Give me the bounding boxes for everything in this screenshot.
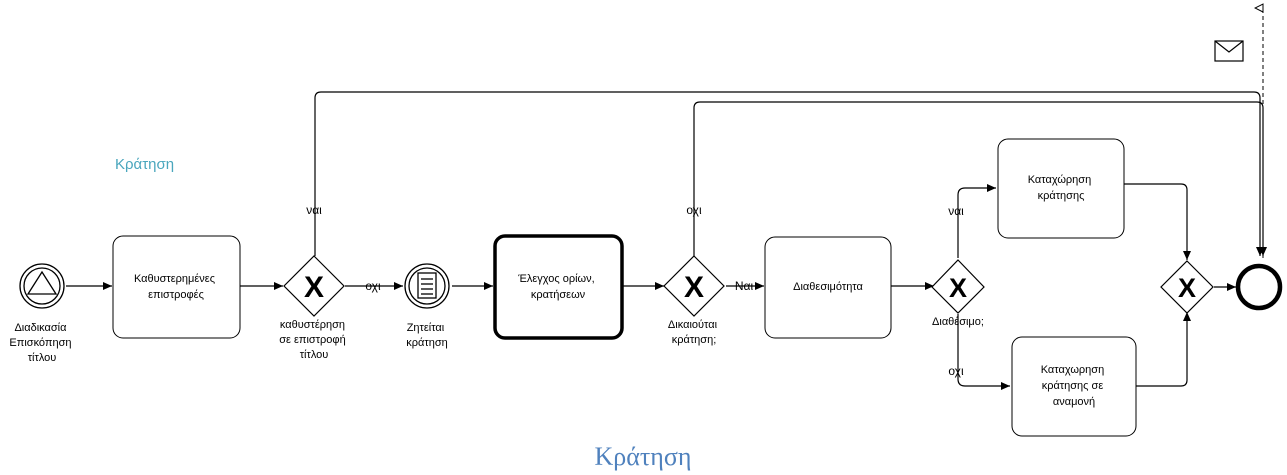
intermediate-event xyxy=(404,263,450,309)
gateway-entitled-label-line-2: κράτηση; xyxy=(672,334,717,346)
sequence-flows xyxy=(66,8,1267,390)
document-list-icon xyxy=(417,272,437,299)
gateway-x-icon: X xyxy=(1178,273,1196,303)
intermediate-label-line-2: κράτηση xyxy=(406,337,448,349)
gateway-merge[interactable]: X xyxy=(1160,260,1214,314)
flow-available-no xyxy=(957,314,1010,390)
svg-text:Καταχωρηση κράτησης σε: Καταχωρηση κράτησης σε αναμονή xyxy=(1041,364,1108,408)
task-check-limits[interactable]: Έλεγχος ορίων, κρατήσεων xyxy=(493,234,624,340)
gateway-x-icon: X xyxy=(304,271,324,304)
gateway-late-return-label: καθυστέρηση σε επιστροφή τίτλου xyxy=(279,319,349,361)
flow-entitled-no-to-end xyxy=(693,101,1267,256)
task-late-returns[interactable]: Καθυστερημένες επιστροφές xyxy=(112,235,241,339)
svg-text:Έλεγχος ορίων, κρατήσεων: Έλεγχος ορίων, κρατήσεων xyxy=(517,273,598,301)
triangle-signal-icon xyxy=(26,270,58,295)
gateway-entitled[interactable]: X xyxy=(663,255,725,317)
gateway-entitled-label-line-1: Δικαιούται xyxy=(668,319,718,331)
task-register-booking-line-1: Καταχώρηση xyxy=(1028,174,1091,186)
gateway-late-label-line-1: καθυστέρηση xyxy=(280,319,345,331)
gateway-late-label-line-3: τίτλου xyxy=(300,349,329,361)
task-register-booking[interactable]: Καταχώρηση κράτησης xyxy=(997,138,1125,239)
svg-text:Καθυστερημένες επιστροφέ: Καθυστερημένες επιστροφές xyxy=(134,273,218,301)
start-event-label: Διαδικασία Επισκόπηση τίτλου xyxy=(9,322,74,364)
flow-booking-to-merge xyxy=(1124,183,1191,260)
start-event xyxy=(19,263,65,309)
gateway-x-icon: X xyxy=(684,271,704,304)
task-check-limits-line-1: Έλεγχος ορίων, xyxy=(517,273,594,285)
task-register-waiting[interactable]: Καταχωρηση κράτησης σε αναμονή xyxy=(1011,336,1137,437)
flow-late-yes-to-end xyxy=(314,91,1264,256)
end-event xyxy=(1235,263,1283,311)
task-register-booking-line-2: κράτησης xyxy=(1038,190,1085,202)
start-label-line-2: Επισκόπηση xyxy=(9,337,71,349)
svg-text:Καταχώρηση κράτησης: Καταχώρηση κράτησης xyxy=(1028,174,1095,202)
intermediate-label-line-1: Ζητείται xyxy=(407,322,445,334)
start-label-line-3: τίτλου xyxy=(28,352,57,364)
gateway-available-label: Διαθέσιμο; xyxy=(932,316,984,328)
gateway-late-label-line-2: σε επιστροφή xyxy=(279,334,345,346)
task-register-waiting-line-1: Καταχωρηση xyxy=(1041,364,1104,376)
start-label-line-1: Διαδικασία xyxy=(14,322,67,334)
gateway-available[interactable]: X xyxy=(931,259,985,314)
gateway-entitled-label: Δικαιούται κράτηση; xyxy=(668,319,720,346)
intermediate-event-label: Ζητείται κράτηση xyxy=(406,322,448,349)
task-late-returns-line-1: Καθυστερημένες xyxy=(134,273,215,285)
caption: Κράτηση xyxy=(594,442,691,471)
flow-available-yes xyxy=(957,184,996,258)
flow-waiting-to-merge xyxy=(1136,312,1191,387)
pool-title: Κράτηση xyxy=(115,156,174,173)
task-availability-label: Διαθεσιμότητα xyxy=(793,281,863,293)
gateway-late-return[interactable]: X xyxy=(283,255,345,317)
flow-label-late-no: οχι xyxy=(365,279,381,293)
task-register-waiting-line-3: αναμονή xyxy=(1053,396,1095,408)
flow-label-late-yes: ναι xyxy=(306,203,322,217)
flow-label-entitled-yes: Ναι xyxy=(735,279,754,293)
flow-label-available-no: οχι xyxy=(948,364,964,378)
flow-label-entitled-no: οχι xyxy=(686,203,702,217)
task-late-returns-line-2: επιστροφές xyxy=(148,289,204,301)
envelope-icon xyxy=(1214,40,1244,62)
task-availability[interactable]: Διαθεσιμότητα xyxy=(764,236,892,339)
flow-label-available-yes: ναι xyxy=(948,204,964,218)
task-register-waiting-line-2: κράτησης σε xyxy=(1042,380,1104,392)
gateway-x-icon: X xyxy=(949,273,967,303)
task-check-limits-line-2: κρατήσεων xyxy=(531,289,586,301)
